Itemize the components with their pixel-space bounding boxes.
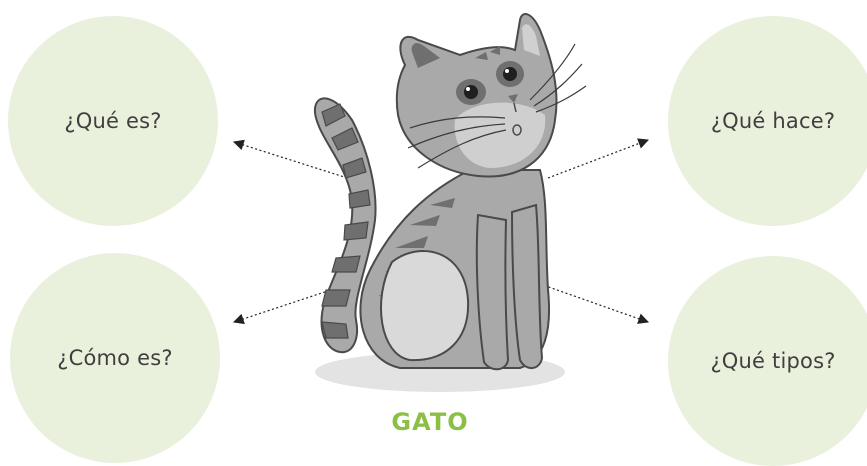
question-bubble-que-tipos: ¿Qué tipos? [668,256,867,466]
question-bubble-que-es: ¿Qué es? [8,16,218,226]
question-bubble-que-hace: ¿Qué hace? [668,16,867,226]
concept-map-diagram [232,13,650,392]
question-como-es: ¿Cómo es? [57,346,173,370]
question-que-es: ¿Qué es? [64,109,162,133]
question-que-tipos: ¿Qué tipos? [710,349,836,373]
question-que-hace: ¿Qué hace? [710,109,836,133]
center-label-gato: GATO [391,408,469,436]
question-bubble-como-es: ¿Cómo es? [10,253,220,463]
arrow-que-tipos [539,283,650,324]
cat-illustration [313,13,587,392]
arrow-que-hace [547,138,650,179]
arrow-como-es [232,281,356,325]
